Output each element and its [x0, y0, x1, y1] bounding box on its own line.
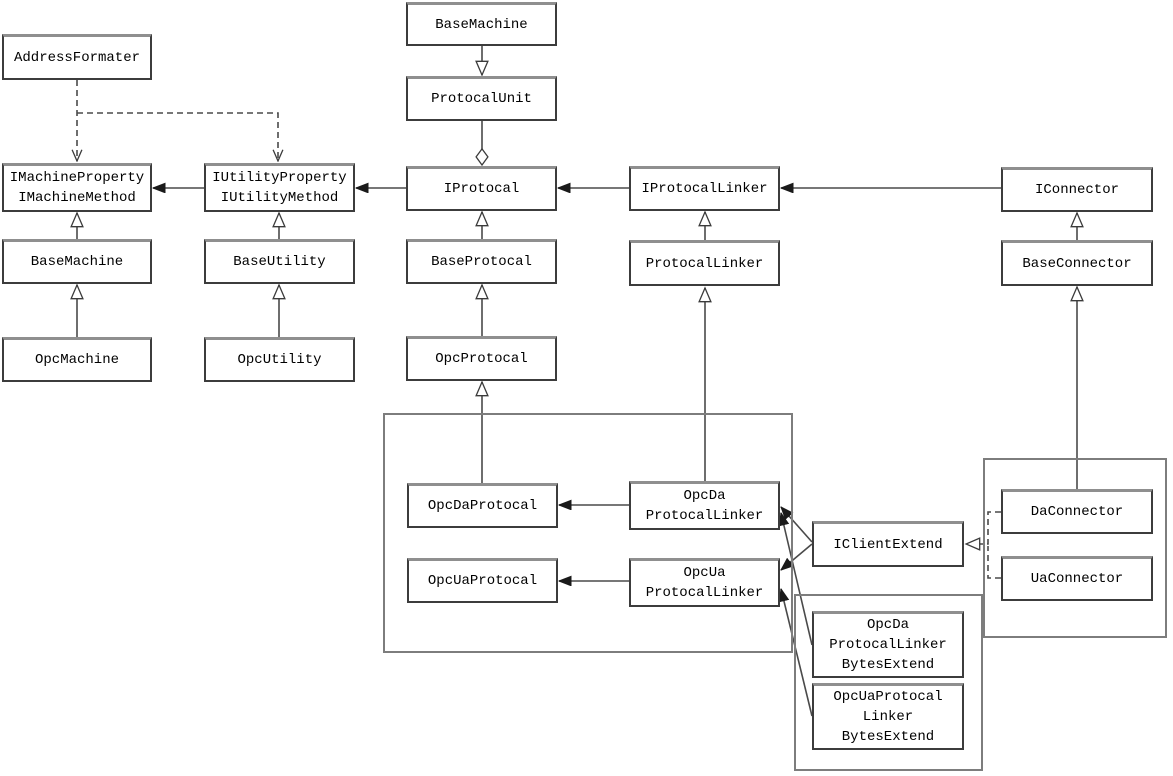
class-label: OpcDaProtocal — [427, 498, 538, 514]
class-box-opc-machine: OpcMachine — [2, 337, 152, 382]
class-box-iclient-extend: IClientExtend — [812, 521, 964, 567]
class-box-ua-connector: UaConnector — [1001, 556, 1153, 601]
class-label: IClientExtend — [833, 536, 943, 553]
class-label: AddressFormater — [13, 49, 141, 66]
class-box-address-formater: AddressFormater — [2, 34, 152, 80]
class-label: IConnector — [1034, 182, 1119, 198]
class-label: IUtilityMethod — [220, 190, 339, 206]
edge-uaconnector-to-iclientextend — [987, 546, 1001, 579]
class-label: OpcUaProtocal — [427, 573, 538, 589]
class-label: IProtocalLinker — [641, 181, 768, 197]
class-label: DaConnector — [1030, 504, 1124, 520]
class-label: OpcUaProtocal — [833, 689, 943, 705]
class-label: BaseMachine — [30, 254, 124, 270]
class-box-base-utility: BaseUtility — [204, 239, 355, 284]
class-box-opc-utility: OpcUtility — [204, 337, 355, 382]
class-label: ProtocalLinker — [829, 637, 947, 653]
class-box-da-connector: DaConnector — [1001, 489, 1153, 534]
edge-daconnector-to-iclientextend — [966, 511, 1001, 544]
edge-opcuabytes-to-opcualinker — [781, 589, 813, 717]
edge-addressformater-to-iutility — [77, 112, 278, 161]
class-box-iconnector: IConnector — [1001, 167, 1153, 212]
edge-opcdabytes-to-opcdalinker — [781, 513, 813, 646]
group-box-protocal-group — [383, 413, 793, 653]
class-box-opcda-protocal: OpcDaProtocal — [407, 483, 558, 528]
class-box-base-protocal: BaseProtocal — [406, 239, 557, 284]
class-label: BytesExtend — [841, 657, 935, 673]
class-box-iprotocal-linker: IProtocalLinker — [629, 166, 780, 211]
class-label: OpcMachine — [34, 352, 119, 368]
class-box-base-connector: BaseConnector — [1001, 240, 1153, 286]
class-label: ProtocalLinker — [645, 255, 764, 272]
class-box-opcua-protocal: OpcUaProtocal — [407, 558, 558, 603]
class-label: UaConnector — [1030, 571, 1124, 587]
class-box-opc-protocal: OpcProtocal — [406, 336, 557, 381]
class-box-protocal-unit: ProtocalUnit — [406, 76, 557, 121]
class-label: OpcDa — [866, 617, 909, 633]
class-label: OpcDa — [683, 488, 726, 504]
class-label: ProtocalLinker — [645, 585, 764, 601]
class-label: IMachineMethod — [18, 190, 136, 206]
class-label: IMachineProperty — [9, 170, 145, 186]
class-label: IUtilityProperty — [212, 170, 347, 186]
group-box-connector-group — [983, 458, 1167, 638]
class-label: Linker — [862, 709, 914, 725]
class-label: BaseProtocal — [431, 254, 532, 270]
class-label: OpcUtility — [237, 352, 322, 368]
class-box-iprotocal: IProtocal — [406, 166, 557, 211]
class-label: IProtocal — [443, 181, 520, 197]
class-label: OpcUa — [683, 565, 726, 581]
class-box-base-machine-top: BaseMachine — [406, 2, 557, 46]
class-label: OpcProtocal — [435, 351, 528, 367]
class-label: BytesExtend — [841, 729, 935, 745]
class-box-base-machine-left: BaseMachine — [2, 239, 152, 284]
class-label: BaseConnector — [1022, 255, 1132, 272]
class-box-protocal-linker: ProtocalLinker — [629, 240, 780, 286]
class-label: BaseUtility — [233, 254, 326, 270]
class-label: ProtocalUnit — [431, 91, 532, 107]
class-label: BaseMachine — [435, 16, 528, 33]
class-label: ProtocalLinker — [645, 508, 764, 524]
group-box-bytes-extend-group — [794, 594, 983, 771]
edge-iclientextend-to-opcualinker — [781, 543, 813, 570]
